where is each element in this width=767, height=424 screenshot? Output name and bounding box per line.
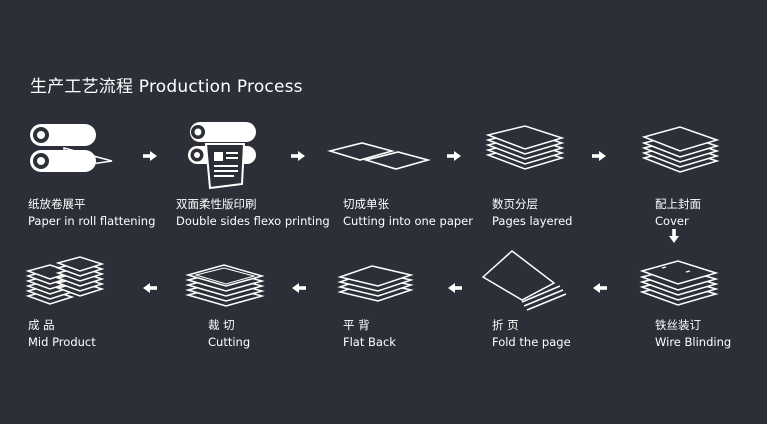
- step-label-en: Flat Back: [343, 335, 396, 349]
- step-paper-roll-flattening: 纸放卷展平 Paper in roll flattening: [28, 196, 155, 230]
- step-label-en: Cutting into one paper: [343, 214, 473, 228]
- step-pages-layered: 数页分层 Pages layered: [492, 196, 572, 230]
- paper-roll-icon: [30, 124, 113, 172]
- flexo-press-icon: [188, 122, 256, 190]
- step-label-zh: 成 品: [28, 318, 55, 332]
- arrow-left-icon: [143, 283, 157, 293]
- step-label-en: Pages layered: [492, 214, 573, 228]
- flat-back-icon: [337, 265, 414, 302]
- paper-stack-icon: [485, 125, 565, 170]
- step-flexo-printing: 双面柔性版印刷 Double sides flexo printing: [176, 196, 330, 230]
- step-cover: 配上封面 Cover: [655, 196, 701, 230]
- arrow-right-icon: [291, 151, 305, 161]
- staple-marks: [661, 266, 691, 273]
- step-label-en: Paper in roll flattening: [28, 214, 156, 228]
- trimmed-stack-icon: [185, 264, 265, 307]
- step-label-en: Double sides flexo printing: [176, 214, 330, 228]
- step-cutting: 裁 切 Cutting: [208, 317, 250, 351]
- arrow-right-icon: [447, 151, 461, 161]
- arrow-left-icon: [448, 283, 462, 293]
- arrow-down-icon: [669, 229, 679, 243]
- step-wire-binding: 铁丝装订 Wire Blinding: [655, 317, 731, 351]
- step-label-en: Cutting: [208, 335, 251, 349]
- step-label-zh: 纸放卷展平: [28, 197, 86, 211]
- step-label-zh: 折 页: [492, 318, 519, 332]
- covered-stack-icon: [641, 126, 720, 173]
- finished-stacks-icon: [25, 256, 105, 305]
- step-label-en: Mid Product: [28, 335, 96, 349]
- step-mid-product: 成 品 Mid Product: [28, 317, 96, 351]
- step-label-zh: 配上封面: [655, 197, 701, 211]
- step-label-zh: 裁 切: [208, 318, 235, 332]
- step-label-zh: 平 背: [343, 318, 370, 332]
- page-title: 生产工艺流程 Production Process: [30, 77, 303, 97]
- single-sheets-icon: [326, 142, 432, 170]
- step-cutting-one-paper: 切成单张 Cutting into one paper: [343, 196, 473, 230]
- step-label-zh: 切成单张: [343, 197, 389, 211]
- step-fold-page: 折 页 Fold the page: [492, 317, 571, 351]
- step-label-en: Wire Blinding: [655, 335, 732, 349]
- folded-pages-icon: [481, 250, 567, 311]
- arrow-left-icon: [593, 283, 607, 293]
- arrow-left-icon: [292, 283, 306, 293]
- arrow-right-icon: [592, 151, 606, 161]
- step-label-en: Fold the page: [492, 335, 571, 349]
- arrow-right-icon: [143, 151, 157, 161]
- step-flat-back: 平 背 Flat Back: [343, 317, 396, 351]
- step-label-zh: 铁丝装订: [655, 318, 701, 332]
- inner-sheet-outline: [194, 267, 256, 285]
- step-label-zh: 双面柔性版印刷: [176, 197, 257, 211]
- step-label-zh: 数页分层: [492, 197, 538, 211]
- stapled-stack-icon: [639, 260, 719, 306]
- step-label-en: Cover: [655, 214, 689, 228]
